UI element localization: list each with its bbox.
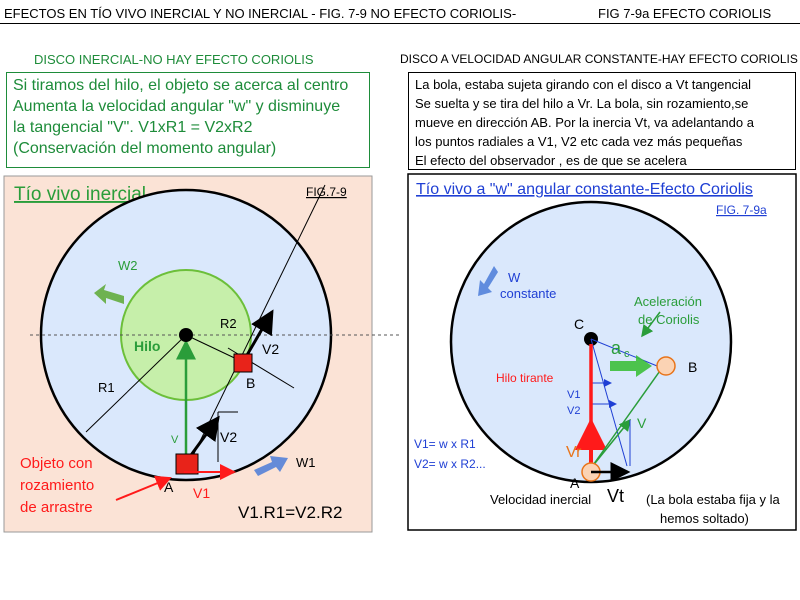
v-label: V [637,415,647,431]
right-explanation-line: Se suelta y se tira del hilo a Vr. La bo… [415,96,749,111]
object-a [175,453,199,475]
constante-label: constante [500,286,556,301]
v1-label: V1 [567,389,580,401]
b-label: B [246,375,255,391]
b-label: B [688,359,697,375]
ac-subscript: c [624,348,630,360]
vt-label: Vt [607,486,624,506]
objeto-label-line: rozamiento [20,477,94,494]
page-title: EFECTOS EN TÍO VIVO INERCIAL Y NO INERCI… [4,6,517,21]
w1-rotation-icon [254,456,288,476]
objeto-label-line: de arrastre [20,499,93,516]
right-fig-label: FIG. 7-9a [716,203,767,217]
right-explanation-line: La bola, estaba sujeta girando con el di… [415,77,752,92]
w2-label: W2 [118,258,138,273]
left-panel-title: Tío vivo inercial [14,184,146,205]
object-b [233,353,253,373]
ab-path-line [590,367,663,469]
r2-label: R2 [220,316,237,331]
velocidad-inercial-label: Velocidad inercial [490,492,591,507]
v2-label: V2 [567,405,580,417]
header-divider [0,23,800,24]
v1-label: V1 [193,485,210,501]
cb-line [590,338,663,369]
aceleracion-label-line: de Coriolis [638,312,700,327]
right-explanation-line: mueve en dirección AB. Por la inercia Vt… [415,115,754,130]
aceleracion-label-line: Aceleración [634,294,702,309]
left-explanation-line: la tangencial "V". V1xR1 = V2xR2 [13,119,253,136]
objeto-label-line: Objeto con [20,455,93,472]
hilo-tirante-label: Hilo tirante [496,371,554,385]
right-explanation-line: El efecto del observador , es de que se … [415,153,687,168]
center-point [179,328,193,342]
w1-label: W1 [296,455,316,470]
eq2-label: V2= w x R2... [414,457,486,471]
figure-reference: FIG 7-9a EFECTO CORIOLIS [598,6,772,21]
right-subtitle: DISCO A VELOCIDAD ANGULAR CONSTANTE-HAY … [400,52,798,66]
ac-arrow [610,355,652,377]
left-explanation-line: Si tiramos del hilo, el objeto se acerca… [13,77,349,94]
left-fig-label: FIG.7-9 [306,185,347,199]
aceleracion-pointer [641,311,661,338]
left-explanation-line: (Conservación del momento angular) [13,140,277,157]
c-label: C [574,316,584,332]
hilo-label: Hilo [134,338,160,354]
w-rotation-icon [478,266,498,296]
friction-arrow [115,475,172,501]
r1-label: R1 [98,380,115,395]
eq1-label: V1= w x R1 [414,437,476,451]
formula-label: V1.R1=V2.R2 [238,503,342,522]
v2-upper-label: V2 [262,341,279,357]
right-panel: Tío vivo a "w" angular constante-Efecto … [407,173,797,531]
ball-b [656,356,676,376]
v2-lower-label: V2 [220,429,237,445]
a-label: A [164,479,174,495]
right-explanation-line: los puntos radiales a V1, V2 etc cada ve… [415,134,743,149]
r1-radius-line [85,334,187,433]
vr-label: Vr [566,444,582,461]
v-label: V [171,434,179,446]
right-explanation-box: La bola, estaba sujeta girando con el di… [408,72,796,170]
bola-fija-label-line: hemos soltado) [660,511,749,526]
bola-fija-label-line: (La bola estaba fija y la [646,492,780,507]
left-explanation-box: Si tiramos del hilo, el objeto se acerca… [6,72,370,168]
left-explanation-line: Aumenta la velocidad angular "w" y dismi… [13,98,341,115]
left-subtitle: DISCO INERCIAL-NO HAY EFECTO CORIOLIS [34,52,314,67]
ac-label: a [611,338,622,358]
right-panel-title: Tío vivo a "w" angular constante-Efecto … [416,181,753,198]
w-label: W [508,270,521,285]
left-panel: Tío vivo inercial FIG.7-9 R1 R2 Hilo V V… [3,175,400,533]
w2-rotation-icon [94,284,124,304]
a-label: A [570,475,580,491]
